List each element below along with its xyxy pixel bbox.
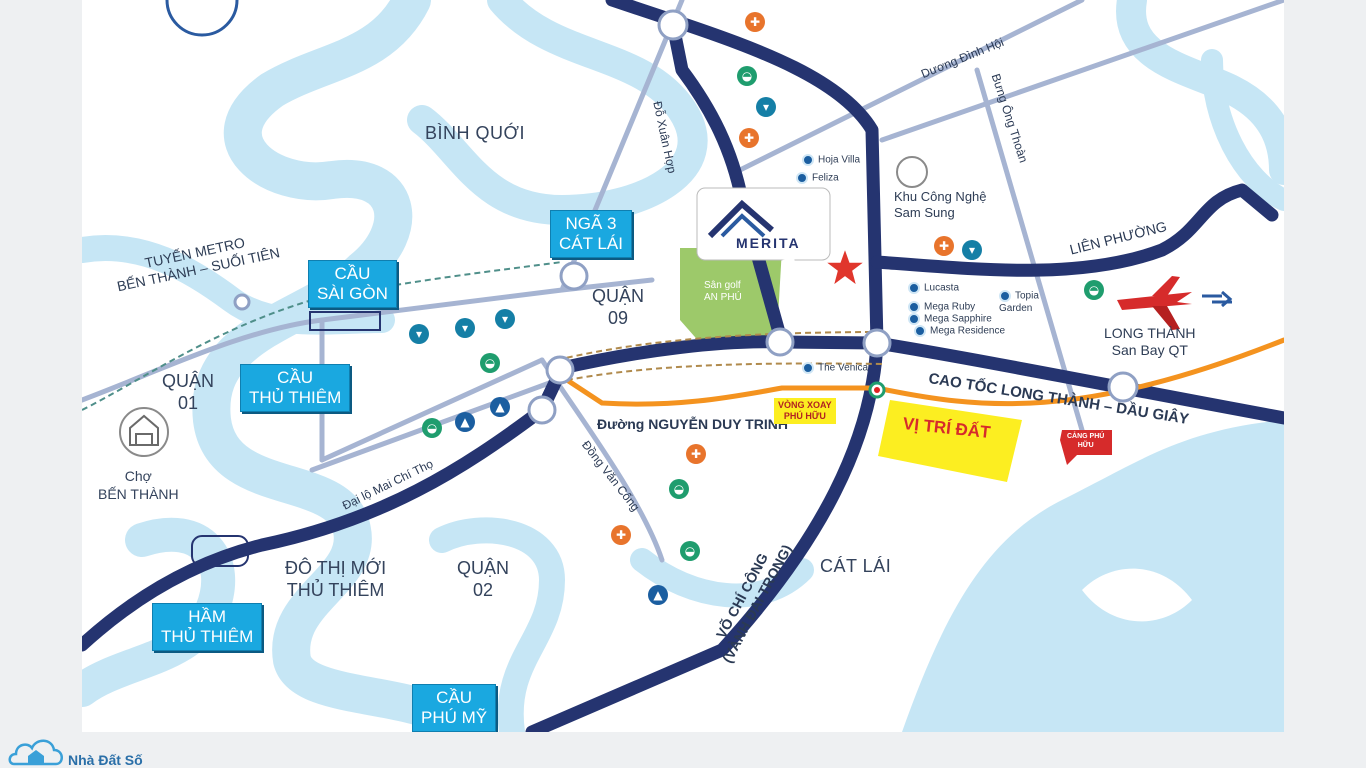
junction-golf — [765, 327, 795, 357]
area-cat-lai: CÁT LÁI — [820, 556, 892, 576]
star-icon — [822, 245, 868, 288]
airplane-icon — [1117, 276, 1233, 330]
merita-logo — [696, 187, 831, 270]
river-east-mid — [1201, 49, 1284, 211]
tech-park-icon — [896, 156, 928, 188]
cang-phu-huu-arrow — [1060, 430, 1112, 465]
river-islands — [1082, 568, 1192, 622]
hospital-icon: ✚ — [611, 525, 631, 545]
shopping-cart-icon: ▾ — [495, 309, 515, 329]
project-hoja-villa: Hoja Villa — [802, 154, 860, 166]
river-branch-west — [82, 235, 395, 335]
project-mega-ruby: Mega Ruby — [908, 301, 975, 313]
shopping-basket-icon: ◒ — [680, 541, 700, 561]
river-quan02 — [429, 517, 566, 732]
ndt-dashed — [556, 331, 883, 361]
hospital-icon: ✚ — [686, 444, 706, 464]
saigon-bridge — [309, 311, 381, 331]
shopping-basket-icon: ◒ — [669, 479, 689, 499]
label-merita: MERITA — [736, 235, 801, 251]
project-mega-residence: Mega Residence — [914, 325, 1005, 337]
project-the-venica: The Venica — [802, 362, 868, 374]
junction-top — [657, 9, 689, 41]
junction-south — [527, 395, 557, 425]
minor-roads — [82, 0, 1284, 563]
project-topia-garden: Topia Garden — [999, 290, 1039, 314]
vi-tri-dat-area — [878, 400, 1022, 482]
junctions — [233, 9, 1139, 425]
shopping-cart-icon: ▾ — [409, 324, 429, 344]
junction-cao-toc — [1107, 371, 1139, 403]
junction-nga3 — [559, 261, 589, 291]
city-logo — [165, 0, 239, 37]
dong-nai-river — [902, 420, 1284, 732]
graduation-cap-icon: ▲ — [455, 412, 475, 432]
project-lucasta: Lucasta — [908, 282, 959, 294]
thu-thiem-tunnel — [191, 535, 249, 567]
hospital-icon: ✚ — [745, 12, 765, 32]
graduation-cap-icon: ▲ — [648, 585, 668, 605]
hospital-icon: ✚ — [934, 236, 954, 256]
shopping-basket-icon: ◒ — [422, 418, 442, 438]
shopping-cart-icon: ▾ — [756, 97, 776, 117]
area-binh-quoi: BÌNH QUỚI — [425, 123, 525, 143]
label-nguyen-duy-trinh: Đường NGUYỄN DUY TRINH — [597, 416, 788, 432]
project-mega-sapphire: Mega Sapphire — [908, 313, 992, 325]
hospital-icon: ✚ — [739, 128, 759, 148]
brand-logo-icon — [8, 739, 63, 766]
graduation-cap-icon: ▲ — [490, 397, 510, 417]
shopping-cart-icon: ▾ — [962, 240, 982, 260]
river-east-top — [1116, 0, 1284, 185]
junction-mai-chi-tho — [545, 355, 575, 385]
brand-name: Nhà Đất Số — [68, 752, 143, 768]
shopping-basket-icon: ◒ — [737, 66, 757, 86]
junction-metro — [233, 293, 251, 311]
junction-phu-huu — [862, 328, 892, 358]
ndt-dashed-2 — [556, 362, 883, 383]
shopping-cart-icon: ▾ — [455, 318, 475, 338]
project-feliza: Feliza — [796, 172, 839, 184]
map-base — [82, 0, 1284, 732]
shopping-basket-icon: ◒ — [1084, 280, 1104, 300]
shopping-basket-icon: ◒ — [480, 353, 500, 373]
river-branch-north — [407, 0, 708, 226]
